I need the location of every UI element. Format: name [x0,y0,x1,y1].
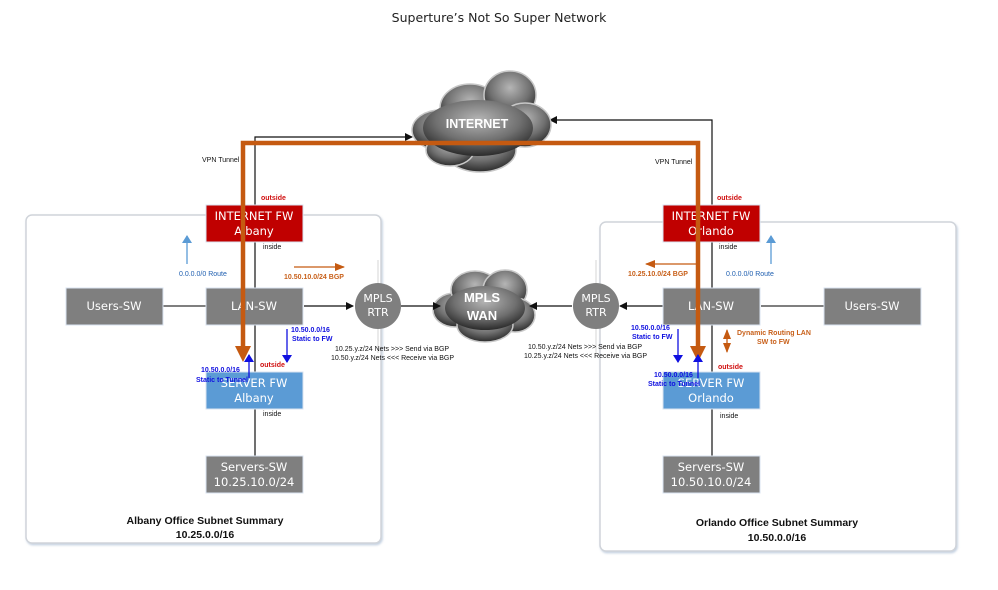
orlando-mpls-rtr[interactable] [573,283,619,329]
orlando-lan-sw-label: LAN-SW [688,299,734,313]
albany-server-fw-line1: SERVER FW [221,376,288,390]
albany-internet-fw[interactable] [205,204,304,243]
orlando-servers-sw-line2: 10.50.10.0/24 [671,475,752,489]
albany-server-fw-line2: Albany [234,391,274,405]
albany-static-fw-line2: Static to FW [292,336,333,343]
albany-internet-fw-outside-label: outside [261,195,286,202]
albany-server-fw-outside-label: outside [260,362,285,369]
albany-static-fw-line1: 10.50.0.0/16 [291,327,330,334]
orlando-dynamic-routing-line1: Dynamic Routing LAN [737,330,811,337]
orlando-bgp-note-line1: 10.50.y.z/24 Nets >>> Send via BGP [528,344,642,351]
orlando-server-fw-outside-label: outside [718,364,743,371]
albany-default-route-label: 0.0.0.0/0 Route [179,271,227,278]
mpls-wan-label-line2: WAN [467,308,497,323]
albany-internet-fw-inside-label: inside [263,244,281,251]
orlando-mpls-rtr-line1: MPLS [581,292,610,305]
orlando-dynamic-routing-line2: SW to FW [757,339,790,346]
orlando-internet-fw-outside-label: outside [717,195,742,202]
orlando-bgp-label: 10.25.10.0/24 BGP [628,271,688,278]
orlando-server-fw-inside-label: inside [720,413,738,420]
orlando-static-tunnel-line2: Static to Tunnel [648,381,700,388]
albany-mpls-rtr-line1: MPLS [363,292,392,305]
orlando-vpn-tunnel-label: VPN Tunnel [655,159,693,166]
orlando-internet-fw[interactable] [662,204,761,243]
albany-lan-sw[interactable] [205,287,304,326]
albany-server-fw-inside-label: inside [263,411,281,418]
albany-summary-line1: Albany Office Subnet Summary [127,515,284,527]
albany-bgp-note-line1: 10.25.y.z/24 Nets >>> Send via BGP [335,346,449,353]
orlando-servers-sw[interactable] [662,455,761,494]
orlando-lan-sw[interactable] [662,287,761,326]
internet-label: INTERNET [446,117,509,131]
albany-internet-fw-line2: Albany [234,224,274,238]
albany-mpls-rtr-line2: RTR [367,306,389,319]
albany-lan-sw-label: LAN-SW [231,299,277,313]
orlando-internet-link [549,116,713,205]
albany-internet-fw-line1: INTERNET FW [215,209,294,223]
diagram-title: Superture’s Not So Super Network [392,10,607,25]
albany-internet-link [254,133,413,205]
orlando-summary-line2: 10.50.0.0/16 [748,532,807,544]
albany-bgp-label: 10.50.10.0/24 BGP [284,274,344,281]
internet-cloud: INTERNET [411,70,552,173]
orlando-server-fw-line2: Orlando [688,391,734,405]
albany-static-tunnel-line1: 10.50.0.0/16 [201,367,240,374]
albany-users-sw-label: Users-SW [86,299,141,313]
orlando-static-fw-line1: 10.50.0.0/16 [631,325,670,332]
orlando-mpls-rtr-line2: RTR [585,306,607,319]
albany-mpls-rtr[interactable] [355,283,401,329]
orlando-internet-fw-line2: Orlando [688,224,734,238]
orlando-default-route-label: 0.0.0.0/0 Route [726,271,774,278]
albany-bgp-note-line2: 10.50.y.z/24 Nets <<< Receive via BGP [331,355,454,362]
mpls-wan-label-line1: MPLS [464,290,500,305]
orlando-users-sw[interactable] [823,287,922,326]
albany-static-tunnel-line2: Static to Tunnel [196,377,248,384]
albany-summary-line2: 10.25.0.0/16 [176,529,235,541]
orlando-static-tunnel-line1: 10.50.0.0/16 [654,372,693,379]
vpn-tunnel-path [240,140,701,357]
albany-servers-sw[interactable] [205,455,304,494]
orlando-server-fw-line1: SERVER FW [678,376,745,390]
orlando-static-fw-line2: Static to FW [632,334,673,341]
albany-servers-sw-line2: 10.25.10.0/24 [214,475,295,489]
orlando-bgp-note-line2: 10.25.y.z/24 Nets <<< Receive via BGP [524,353,647,360]
albany-vpn-tunnel-arrowhead [235,346,251,362]
albany-servers-sw-line1: Servers-SW [221,460,288,474]
orlando-summary-line1: Orlando Office Subnet Summary [696,517,858,529]
albany-server-fw[interactable] [205,371,304,410]
orlando-servers-sw-line1: Servers-SW [678,460,745,474]
orlando-server-fw[interactable] [662,371,761,410]
orlando-users-sw-label: Users-SW [844,299,899,313]
albany-users-sw[interactable] [65,287,164,326]
orlando-internet-fw-inside-label: inside [719,244,737,251]
albany-vpn-tunnel-label: VPN Tunnel [202,157,240,164]
orlando-internet-fw-line1: INTERNET FW [672,209,751,223]
mpls-wan-cloud: MPLS WAN [432,269,536,343]
